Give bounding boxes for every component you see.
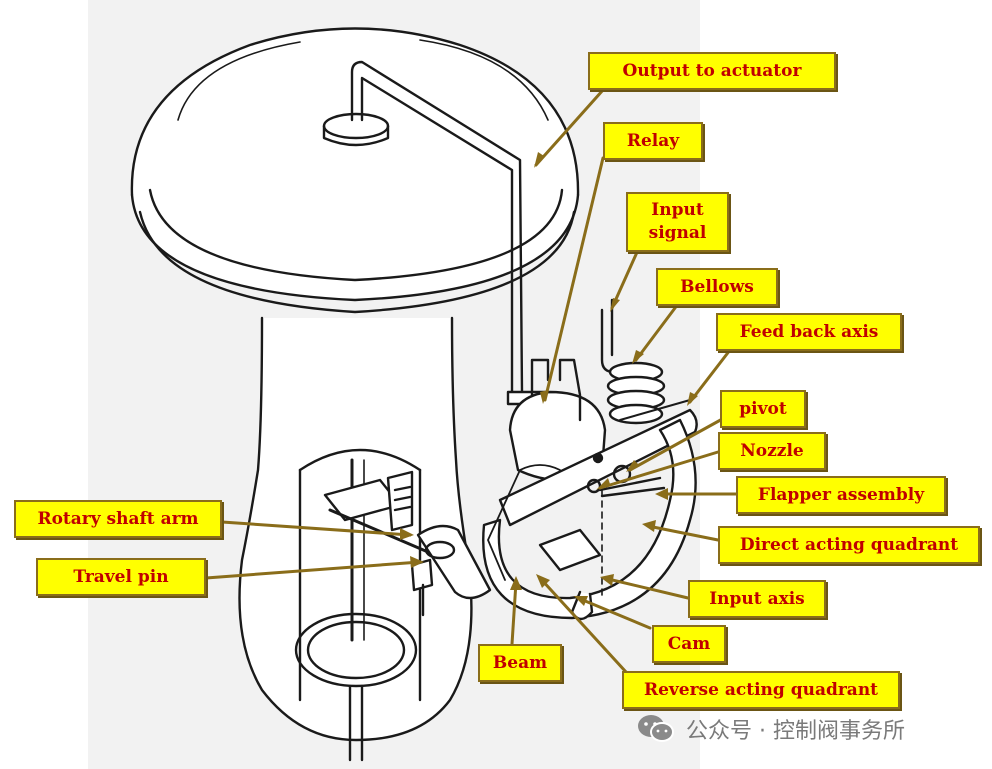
actuator-yoke [238, 316, 473, 762]
label-cam: Cam [652, 625, 726, 663]
label-relay: Relay [603, 122, 703, 160]
label-feed-back-axis: Feed back axis [716, 313, 902, 351]
label-travel-pin: Travel pin [36, 558, 206, 596]
label-input-signal: Input signal [626, 192, 729, 252]
leader-lines [204, 88, 738, 674]
flapper-beam [498, 408, 698, 527]
watermark: 公众号 · 控制阀事务所 [636, 708, 976, 750]
output-tubing [322, 60, 550, 406]
leader-cam [576, 596, 652, 630]
label-bellows: Bellows [656, 268, 778, 306]
leader-direct-quadrant [646, 524, 720, 542]
leader-output [534, 88, 605, 167]
leader-bellows [634, 302, 680, 362]
leader-arrowheads [400, 152, 698, 606]
leader-travel-pin [204, 560, 422, 580]
leader-feedback-axis [688, 348, 732, 404]
leader-pivot [628, 410, 737, 472]
label-input-axis: Input axis [688, 580, 826, 618]
leader-beam [510, 580, 518, 646]
quadrant-cam [482, 418, 697, 621]
label-reverse-acting-quadrant: Reverse acting quadrant [622, 671, 900, 709]
label-input-signal-line1: Input [651, 200, 704, 220]
bellows-drawing [606, 361, 691, 425]
label-rotary-shaft-arm: Rotary shaft arm [14, 500, 222, 538]
actuator-diaphragm-housing [130, 27, 580, 314]
leader-input-axis [602, 576, 690, 600]
watermark-text: 公众号 · 控制阀事务所 [686, 719, 905, 744]
leader-nozzle [598, 450, 720, 490]
label-nozzle: Nozzle [718, 432, 826, 470]
label-pivot: pivot [720, 390, 806, 428]
label-beam: Beam [478, 644, 562, 682]
label-input-signal-line2: signal [648, 223, 707, 243]
rotary-shaft-linkage [323, 470, 492, 617]
leader-reverse-quadrant [538, 576, 628, 674]
label-flapper-assembly: Flapper assembly [736, 476, 946, 514]
wechat-icon [638, 715, 674, 742]
label-output-to-actuator: Output to actuator [588, 52, 836, 90]
leader-relay [543, 156, 605, 402]
leader-rotary-shaft-arm [220, 520, 412, 537]
label-direct-acting-quadrant: Direct acting quadrant [718, 526, 980, 564]
mounting-plate [487, 464, 561, 581]
leader-input-signal [610, 248, 640, 310]
